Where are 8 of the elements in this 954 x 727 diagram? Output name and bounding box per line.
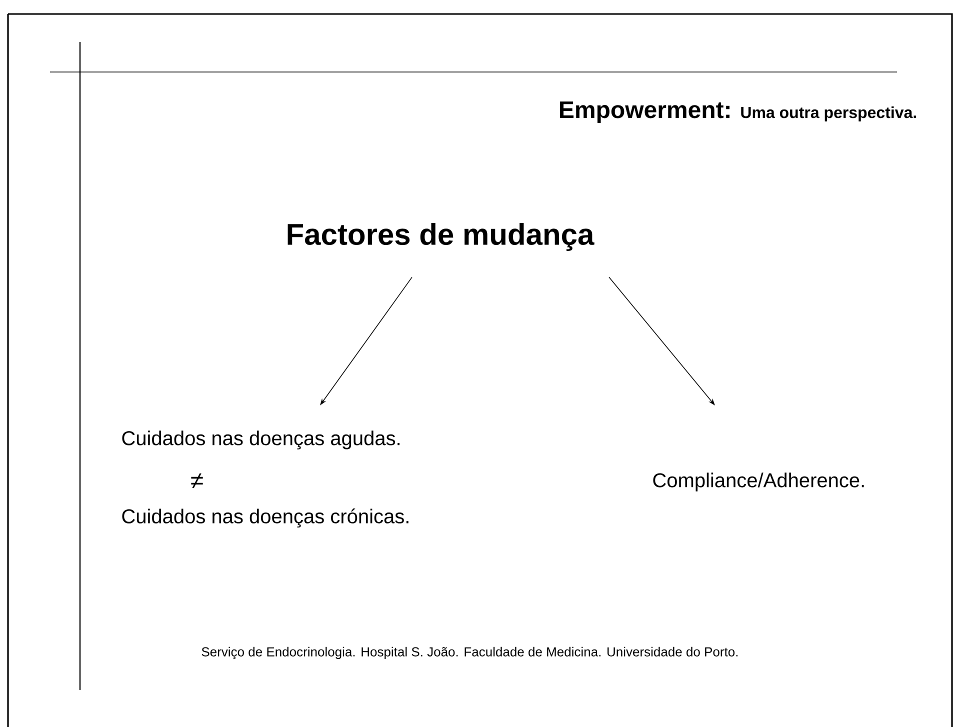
slide-title: Empowerment: (560, 101, 730, 123)
not-equal-sign: ≠ (191, 473, 203, 488)
text-item: Cuidados nas doenças crónicas. (122, 508, 408, 528)
heading-text: Factores de mudança (288, 223, 594, 251)
text-item: Compliance/Adherence. (653, 472, 864, 492)
text-item: Cuidados nas doenças agudas. (122, 430, 400, 450)
footer-text: Serviço de Endocrinologia. Hospital S. João. Faculdade de Medicina. Universidade do Porto. (202, 646, 738, 660)
subtitle: Uma outra perspectiva. (741, 106, 916, 122)
